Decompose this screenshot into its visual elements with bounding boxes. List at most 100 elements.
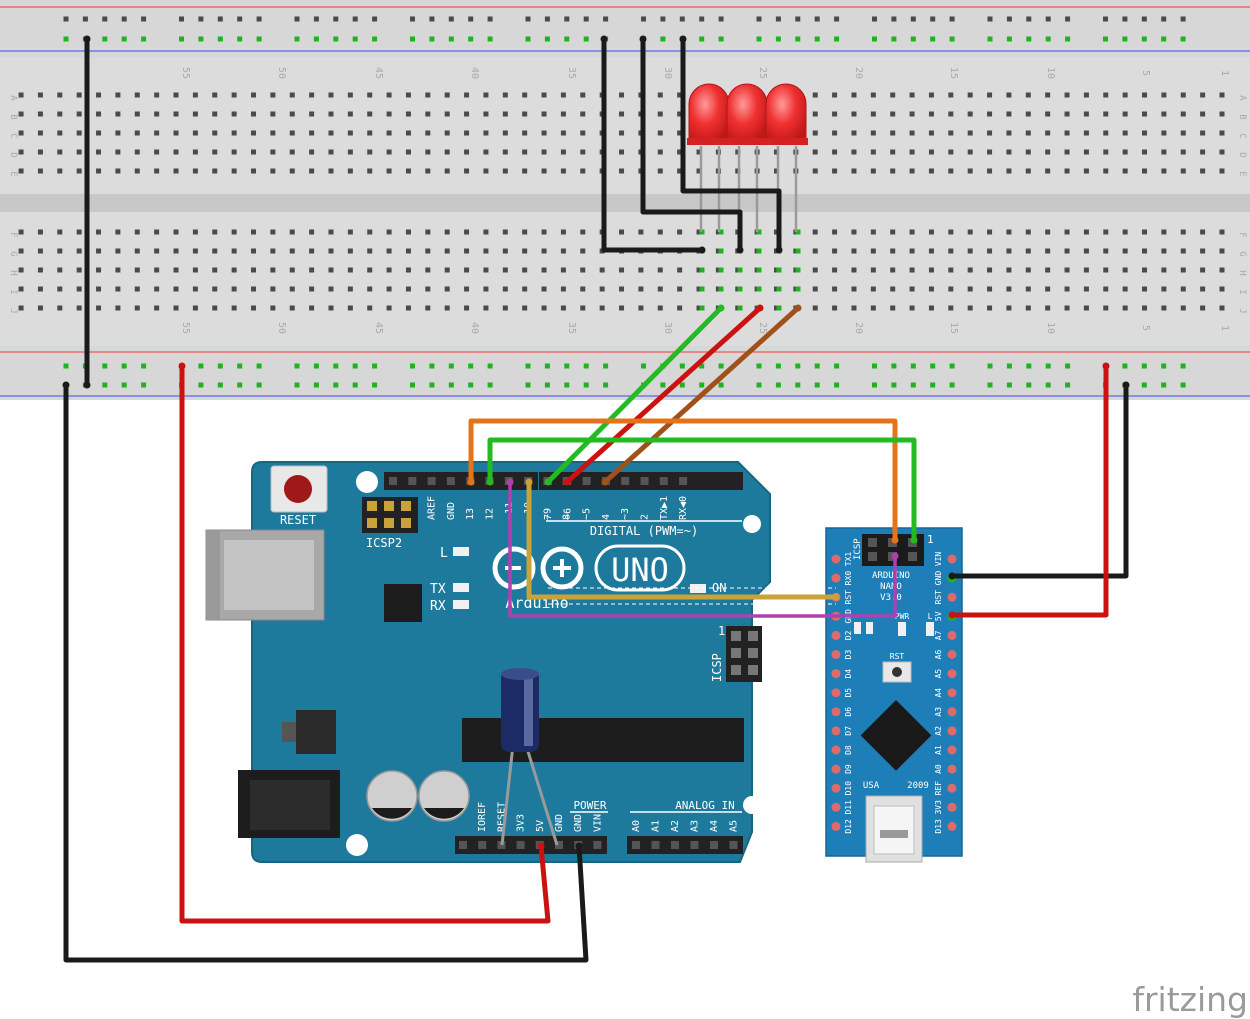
breadboard-hole-connected [699, 267, 705, 273]
breadboard-hole [173, 229, 179, 235]
breadboard-hole [870, 286, 876, 292]
rail-hole [102, 16, 108, 22]
breadboard-hole [37, 168, 43, 174]
rail-hole [352, 16, 358, 22]
rail-hole [930, 363, 936, 369]
breadboard-hole [541, 305, 547, 311]
nano-pin-label: 5V [934, 611, 943, 621]
breadboard-hole [1045, 92, 1051, 98]
breadboard-hole [1064, 111, 1070, 117]
breadboard-hole [444, 149, 450, 155]
rail-hole [372, 363, 378, 369]
rail-hole [1026, 36, 1032, 42]
breadboard-hole [37, 267, 43, 273]
breadboard-hole [1103, 229, 1109, 235]
rail-hole [237, 363, 243, 369]
breadboard-hole [1219, 286, 1225, 292]
breadboard-hole [76, 168, 82, 174]
breadboard-hole [192, 92, 198, 98]
column-number: 1 [1219, 325, 1230, 331]
breadboard-hole [677, 149, 683, 155]
breadboard-hole [309, 111, 315, 117]
breadboard-hole [522, 92, 528, 98]
reset-button[interactable] [270, 465, 328, 513]
breadboard-hole [1142, 305, 1148, 311]
digital-header-high [384, 472, 538, 490]
breadboard-hole [1122, 305, 1128, 311]
breadboard-hole [367, 286, 373, 292]
red-led [687, 83, 731, 232]
nano-pin [831, 630, 841, 640]
breadboard-hole [212, 305, 218, 311]
nano-rst-label: RST [890, 652, 905, 661]
breadboard-hole [928, 229, 934, 235]
breadboard-hole [347, 248, 353, 254]
breadboard-hole [1103, 130, 1109, 136]
led-tx-label: TX [430, 582, 446, 597]
rail-hole [102, 36, 108, 42]
breadboard-hole [812, 286, 818, 292]
breadboard-hole [967, 286, 973, 292]
breadboard-hole [425, 267, 431, 273]
rail-hole [141, 382, 147, 388]
nano-pin-label: A1 [934, 745, 943, 755]
breadboard-hole [1083, 111, 1089, 117]
nano-title-2: NANO [880, 582, 902, 592]
rail-hole [198, 382, 204, 388]
breadboard-hole [386, 130, 392, 136]
breadboard-hole [37, 229, 43, 235]
breadboard-hole [1045, 248, 1051, 254]
nano-pin [947, 592, 957, 602]
breadboard-hole [657, 92, 663, 98]
breadboard-hole [309, 168, 315, 174]
rail-hole [544, 36, 550, 42]
breadboard-hole [1083, 92, 1089, 98]
rail-hole [564, 382, 570, 388]
nano-reset-button[interactable] [882, 661, 912, 683]
wire-led-signal-red-end [563, 478, 571, 486]
header-pin [621, 477, 630, 485]
breadboard-hole [231, 267, 237, 273]
rail-hole [1141, 36, 1147, 42]
rail-hole [699, 382, 705, 388]
breadboard-hole [1161, 168, 1167, 174]
electrolytic-capacitor [500, 668, 559, 846]
nano-pin-label: D3 [844, 650, 853, 660]
breadboard-hole [386, 286, 392, 292]
header-pin [401, 501, 411, 511]
rail-hole [949, 382, 955, 388]
breadboard-hole [657, 229, 663, 235]
breadboard-hole [270, 248, 276, 254]
breadboard-hole [309, 229, 315, 235]
rail-hole [237, 16, 243, 22]
breadboard-hole [96, 305, 102, 311]
rail-hole [198, 36, 204, 42]
nano-pin-label: D8 [844, 745, 853, 755]
breadboard-hole [289, 248, 295, 254]
breadboard-hole [832, 305, 838, 311]
breadboard-hole [405, 111, 411, 117]
breadboard-hole [1064, 130, 1070, 136]
rail-hole [756, 16, 762, 22]
breadboard-hole [115, 229, 121, 235]
breadboard-hole-connected [737, 267, 743, 273]
breadboard-hole [18, 286, 24, 292]
rail-hole [834, 382, 840, 388]
breadboard-hole [638, 286, 644, 292]
icsp-header [726, 626, 762, 682]
breadboard-hole [890, 130, 896, 136]
breadboard-hole [18, 130, 24, 136]
rail-hole [1006, 363, 1012, 369]
breadboard-hole [560, 267, 566, 273]
breadboard-hole [890, 305, 896, 311]
breadboard-hole [192, 267, 198, 273]
rail-hole [872, 16, 877, 22]
rail-hole [930, 36, 936, 42]
rail-hole [1026, 363, 1032, 369]
icsp2-header [362, 497, 418, 533]
breadboard-hole [18, 267, 24, 273]
nano-pin-label: RST [934, 590, 943, 605]
breadboard-hole [928, 92, 934, 98]
rail-hole [429, 16, 435, 22]
wire-ground-led-2-end [639, 35, 647, 43]
